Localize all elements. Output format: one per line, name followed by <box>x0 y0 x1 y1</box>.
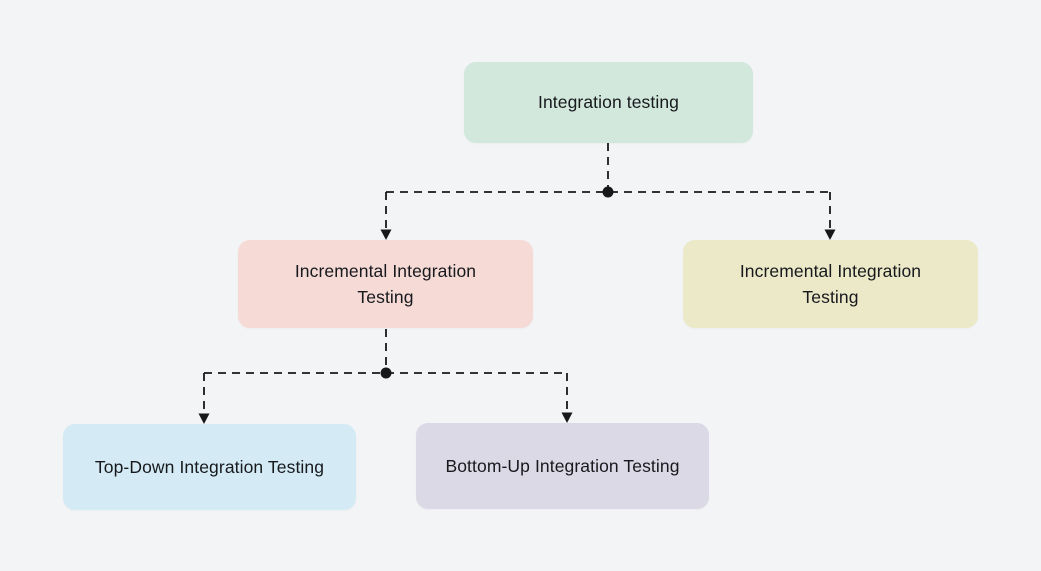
node-incremental-integration-testing-right: Incremental Integration Testing <box>683 240 978 328</box>
node-label: Incremental Integration Testing <box>739 260 922 307</box>
node-top-down-integration-testing: Top-Down Integration Testing <box>63 424 356 510</box>
node-label: Integration testing <box>537 92 680 113</box>
arrowhead-incremental-right <box>824 229 836 240</box>
arrowhead-top-down <box>198 413 210 424</box>
node-label: Bottom-Up Integration Testing <box>445 455 680 476</box>
junction-dot-level2 <box>380 367 392 379</box>
node-incremental-integration-testing-left: Incremental Integration Testing <box>238 240 533 328</box>
arrowhead-bottom-up <box>561 412 573 423</box>
node-label: Incremental Integration Testing <box>294 260 477 307</box>
node-integration-testing: Integration testing <box>464 62 753 143</box>
arrowhead-incremental-left <box>380 229 392 240</box>
node-label: Top-Down Integration Testing <box>94 456 325 477</box>
node-bottom-up-integration-testing: Bottom-Up Integration Testing <box>416 423 709 509</box>
junction-dot-level1 <box>602 186 614 198</box>
